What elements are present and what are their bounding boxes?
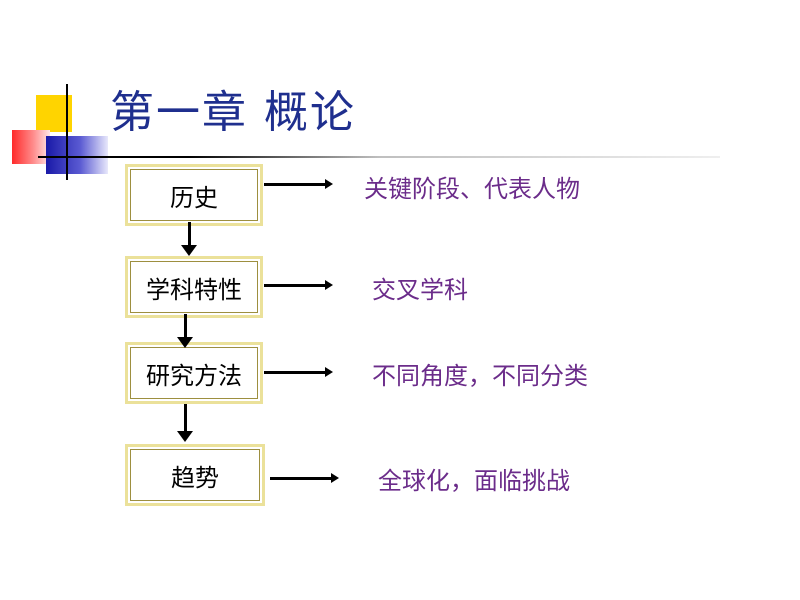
down-arrow-icon (177, 314, 193, 348)
description-history: 关键阶段、代表人物 (364, 175, 580, 203)
right-arrow-icon (264, 367, 333, 377)
decorative-red-square (12, 130, 50, 164)
down-arrow-icon (181, 222, 197, 256)
right-arrow-icon (264, 179, 333, 189)
description-research-methods: 不同角度，不同分类 (372, 362, 588, 390)
description-trends: 全球化，面临挑战 (378, 467, 570, 495)
flow-box-label: 研究方法 (146, 361, 242, 390)
flow-box-research-methods: 研究方法 (125, 342, 263, 404)
description-discipline-features: 交叉学科 (372, 276, 468, 304)
decorative-vertical-line (66, 84, 68, 180)
slide-title: 第一章 概论 (110, 87, 356, 138)
flow-box-label: 历史 (170, 183, 218, 212)
flow-box-history: 历史 (125, 164, 263, 226)
flow-box-label: 学科特性 (146, 275, 242, 304)
right-arrow-icon (264, 280, 333, 290)
decorative-blue-square (46, 136, 108, 174)
flow-box-label: 趋势 (171, 463, 219, 492)
title-underline (38, 156, 720, 158)
down-arrow-icon (177, 404, 193, 442)
flow-box-trends: 趋势 (125, 444, 265, 506)
flow-box-discipline-features: 学科特性 (125, 256, 263, 318)
right-arrow-icon (270, 473, 339, 483)
